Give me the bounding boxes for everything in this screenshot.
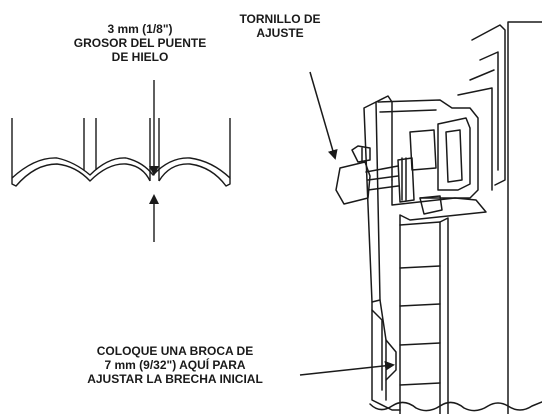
screw-arrow (309, 71, 338, 160)
drill-bit-label-line2: 7 mm (9/32") AQUÍ PARA (104, 358, 246, 372)
drill-bit-label: COLOQUE UNA BROCA DE 7 mm (9/32") AQUÍ P… (40, 344, 310, 386)
adjust-screw-label: TORNILLO DE AJUSTE (205, 12, 355, 40)
adjust-screw-label-line1: TORNILLO DE (239, 12, 321, 26)
ice-bridge-thickness-label: 3 mm (1/8") GROSOR DEL PUENTE DE HIELO (20, 22, 260, 64)
ice-bridge-label-line3: DE HIELO (111, 50, 169, 64)
adjust-screw-label-line2: AJUSTE (256, 26, 304, 40)
ice-bridge-label-line1: 3 mm (1/8") (107, 22, 173, 36)
ice-bridge-label-line2: GROSOR DEL PUENTE (73, 36, 207, 50)
ice-cube-profile (11, 118, 231, 187)
drill-bit-label-line1: COLOQUE UNA BROCA DE (96, 344, 254, 358)
drill-bit-arrow (299, 360, 395, 376)
drill-bit-label-line3: AJUSTAR LA BRECHA INICIAL (87, 372, 263, 386)
ice-maker-mechanism (335, 21, 542, 414)
